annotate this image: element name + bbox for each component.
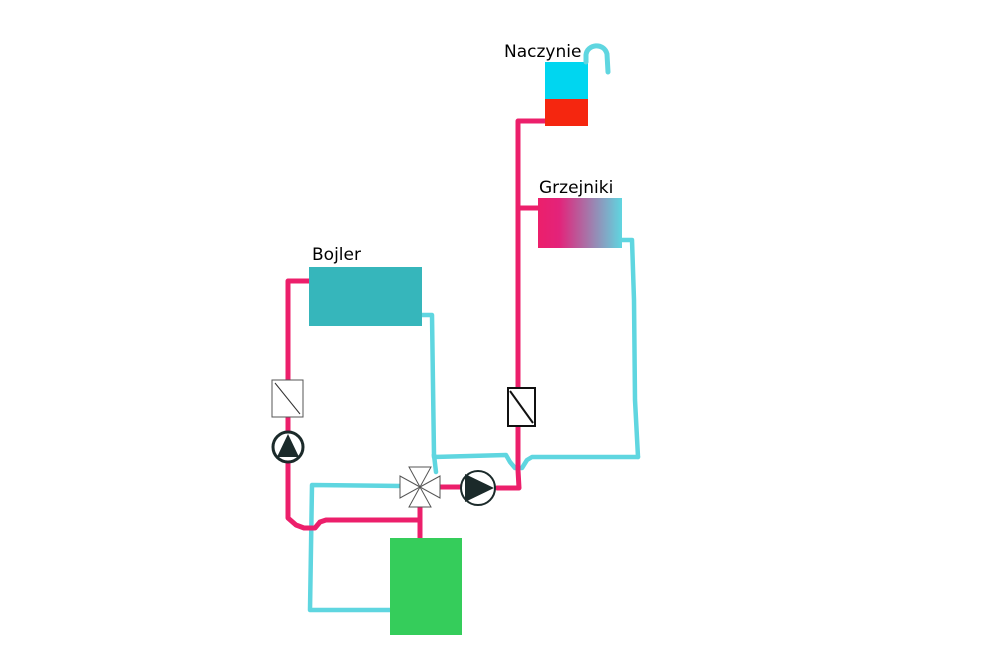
radiators: Grzejniki	[538, 178, 622, 248]
circulation-pump-icon	[460, 470, 496, 506]
three-way-mixing-valve-icon	[399, 466, 441, 508]
hot-pipe-riser-lower	[494, 422, 522, 491]
expansion-vessel: Naczynie	[504, 42, 611, 126]
hot-supply-pipes	[285, 118, 548, 541]
hot-pipe-boiler-pump-down	[285, 459, 423, 531]
radiator-body	[538, 198, 622, 248]
cold-pipe-radiator-return	[619, 237, 641, 460]
cold-pipe-valve-bypass	[307, 482, 405, 613]
vent-hook-icon	[583, 43, 611, 75]
hot-pipe-boiler-feed	[285, 278, 314, 383]
cold-return-pipes	[307, 237, 641, 613]
check-valve-icon	[507, 387, 536, 427]
hot-pipe-vessel-riser	[515, 118, 548, 393]
circulation-pump-icon	[271, 430, 305, 464]
vessel-label: Naczynie	[504, 42, 581, 62]
cold-pipe-valve-top	[431, 452, 439, 475]
boiler-tank: Bojler	[309, 245, 422, 326]
vessel-top-part	[545, 62, 588, 99]
vessel-bottom-part	[545, 99, 588, 126]
cold-pipe-boiler-return	[419, 312, 437, 458]
check-valve-icon	[271, 379, 304, 418]
cold-pipe-collector	[431, 452, 641, 471]
radiators-label: Grzejniki	[539, 178, 613, 198]
heat-source	[390, 538, 462, 635]
boiler-tank-label: Bojler	[312, 245, 361, 265]
boiler-tank-body	[309, 267, 422, 326]
